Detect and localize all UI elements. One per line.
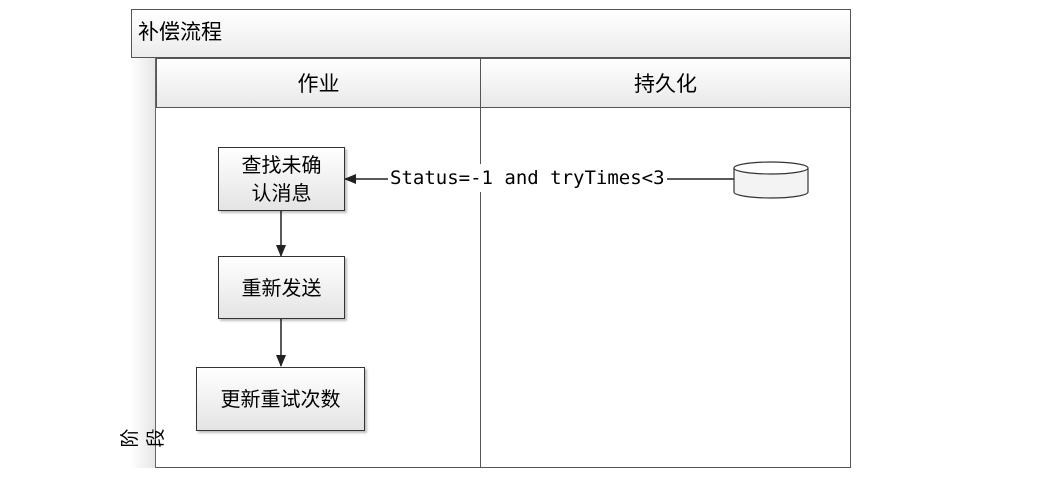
lane-label-persistence: 持久化: [634, 72, 697, 96]
step-find-line1: 查找未确: [241, 153, 322, 177]
lane-header-persistence: 持久化: [480, 58, 851, 108]
pool-header: [131, 9, 851, 58]
step-resend-label: 重新发送: [241, 275, 322, 300]
lane-label-work: 作业: [297, 72, 340, 96]
step-find-unconfirmed: 查找未确 认消息: [218, 147, 345, 211]
step-update-retry-count: 更新重试次数: [196, 367, 365, 431]
step-update-label: 更新重试次数: [220, 387, 341, 411]
step-resend: 重新发送: [218, 256, 345, 319]
step-find-line2: 认消息: [251, 181, 312, 205]
stage-strip: [131, 58, 156, 468]
database-icon: [733, 161, 809, 199]
condition-label: Status=-1 and tryTimes<3: [388, 164, 667, 192]
pool-title: 补偿流程: [138, 20, 222, 44]
lane-header-work: 作业: [156, 58, 481, 108]
lane-divider: [480, 108, 481, 468]
